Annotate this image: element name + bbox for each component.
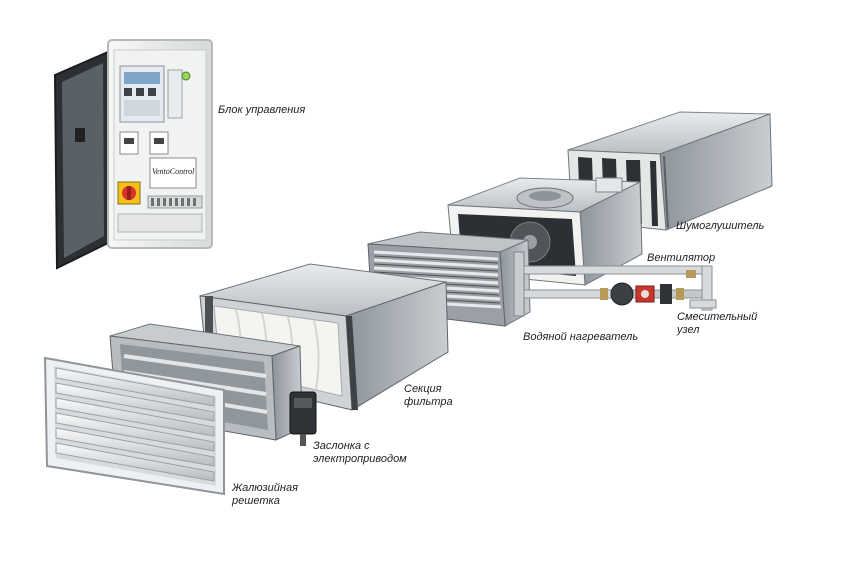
label-fan: Вентилятор (647, 252, 716, 264)
label-louver-grille: Жалюзийная решетка (232, 482, 298, 507)
label-filter-section: Секция фильтра (404, 383, 453, 408)
control-cabinet: VentoControl (53, 39, 213, 270)
circuit-breakers (119, 131, 169, 155)
brand-plate (149, 157, 197, 189)
label-damper: Заслонка с электроприводом (313, 440, 407, 465)
fan-terminal-box (595, 177, 623, 193)
circulation-pump-icon (610, 282, 634, 306)
louver-grille (43, 356, 225, 496)
label-water-heater: Водяной нагреватель (523, 331, 639, 343)
label-mixing-unit: Смесительный узел (677, 311, 758, 336)
emergency-stop-switch (117, 181, 141, 205)
label-silencer: Шумоглушитель (676, 220, 765, 232)
brand-name: VentoControl (152, 167, 195, 176)
status-led-icon (181, 71, 191, 81)
label-control-unit: Блок управления (218, 104, 306, 116)
damper-actuator (289, 391, 317, 446)
mixing-unit (523, 265, 717, 311)
door-handle (75, 128, 85, 142)
